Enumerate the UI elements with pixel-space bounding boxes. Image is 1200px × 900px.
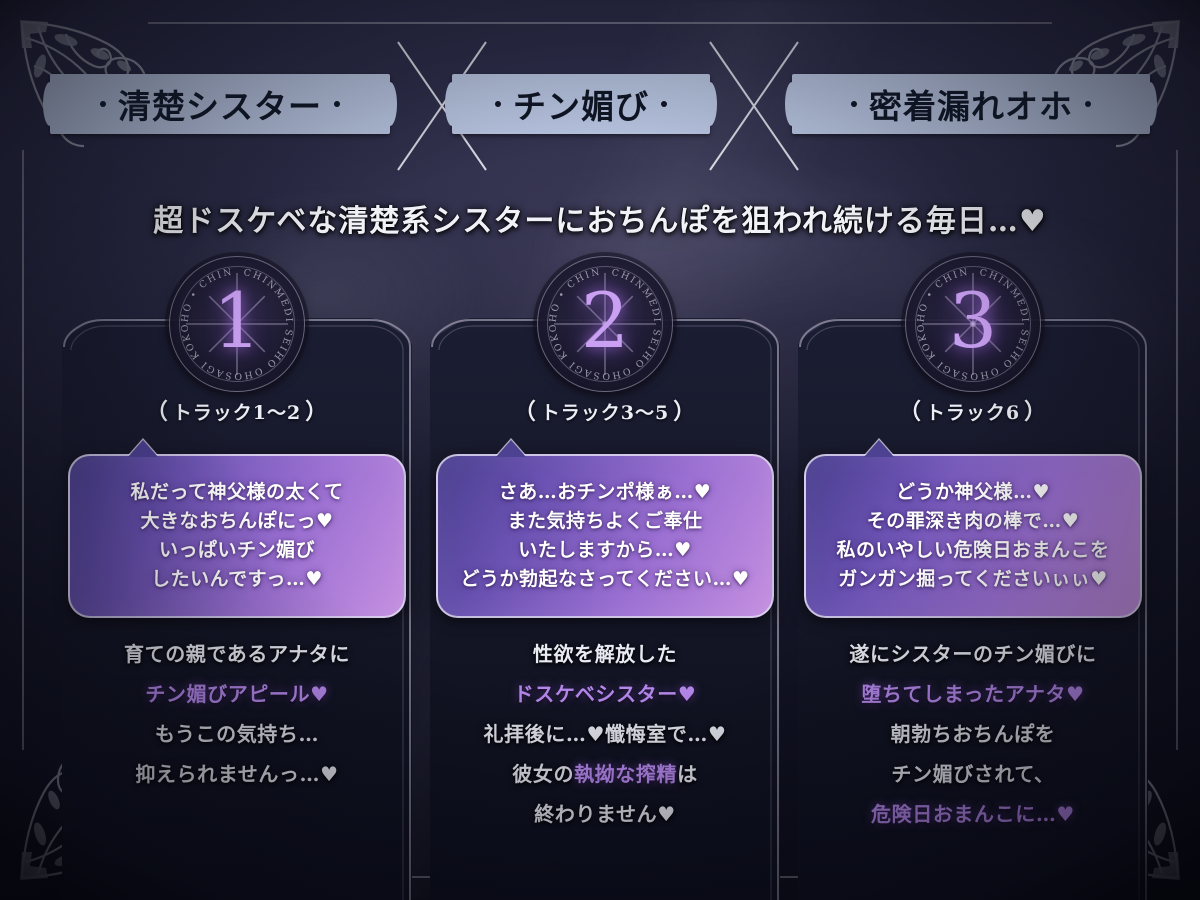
body-highlight: 執拗な搾精	[574, 762, 678, 786]
track-paren-close: ）	[305, 399, 329, 425]
track-label: （トラック1〜2）	[62, 394, 412, 426]
track-paren-close: ）	[673, 399, 697, 425]
header-tag-label: 清楚シスター	[118, 87, 322, 126]
speech-bubble-line: ガンガン掘ってくださいぃぃ♥	[838, 567, 1108, 590]
body-line: ドスケベシスター♥	[430, 674, 780, 714]
body-highlight: 堕ちてしまったアナタ♥	[861, 682, 1085, 706]
speech-bubble: さあ…おチンポ様ぁ…♥ また気持ちよくご奉仕いたしますから…♥ どうか勃起なさってく…	[436, 440, 774, 618]
column-body-text: 育ての親であるアナタにチン媚びアピール♥ もうこの気持ち… 抑えられませんっ…♥	[62, 634, 412, 794]
speech-bubble-line: どうか神父様…♥	[895, 481, 1051, 503]
tag-dot-icon	[661, 101, 667, 107]
body-line: 終わりません♥	[430, 794, 780, 834]
track-label-text: トラック3〜5	[540, 402, 670, 424]
track-label-text: トラック1〜2	[172, 402, 302, 424]
speech-bubble-tail	[496, 440, 526, 457]
tag-dot-icon	[334, 101, 340, 107]
badge-number: 3	[948, 276, 998, 365]
header-tag-label: 密着漏れオホ	[869, 87, 1073, 126]
body-line: チン媚びされて、	[798, 754, 1148, 794]
speech-bubble-tail	[128, 440, 158, 457]
badge-number: 2	[580, 276, 630, 365]
speech-bubble-tail	[864, 440, 894, 457]
track-paren-open: （	[513, 399, 537, 425]
body-text: 抑えられませんっ…♥	[135, 762, 339, 786]
speech-bubble-line: 大きなおちんぽにっ♥	[140, 509, 334, 532]
body-text: 彼女の	[512, 762, 575, 786]
speech-bubble-line: いっぱいチン媚び	[158, 538, 315, 561]
speech-bubble-line: さあ…おチンポ様ぁ…♥	[498, 481, 712, 503]
body-line: 礼拝後に…♥懺悔室で…♥	[430, 714, 780, 754]
body-text: 終わりません♥	[534, 802, 676, 826]
body-text: 朝勃ちおちんぽを	[890, 722, 1056, 746]
body-text: チン媚びされて、	[891, 762, 1055, 786]
body-highlight: チン媚びアピール♥	[145, 682, 329, 706]
column-group: CHINMEDI SEIHO OHOSAGI KOKOHO • CHINMEDI…	[0, 249, 1200, 900]
track-label: （トラック3〜5）	[430, 394, 780, 426]
speech-bubble-line: したいんですっ…♥	[151, 567, 323, 590]
body-text: 礼拝後に…♥懺悔室で…♥	[483, 722, 727, 746]
body-line: 彼女の執拗な搾精は	[430, 754, 780, 794]
body-text: 性欲を解放した	[532, 642, 678, 666]
body-line: 育ての親であるアナタに	[62, 634, 412, 674]
speech-bubble-line: 私だって神父様の太くて	[130, 481, 344, 503]
subtitle: 超ドスケベな清楚系シスターにおちんぽを狙われ続ける毎日…♥	[153, 204, 1047, 239]
column-body-text: 性欲を解放したドスケベシスター♥礼拝後に…♥懺悔室で…♥彼女の執拗な搾精は終わり…	[430, 634, 780, 834]
track-paren-close: ）	[1024, 399, 1048, 425]
body-line: もうこの気持ち…	[62, 714, 412, 754]
tag-dot-icon	[100, 101, 106, 107]
header-tag-label: チン媚び	[513, 87, 649, 126]
step-badge: CHINMEDI SEIHO OHOSAGI KOKOHO • CHINMEDI…	[532, 249, 673, 392]
column-1: CHINMEDI SEIHO OHOSAGI KOKOHO • CHINMEDI…	[430, 249, 780, 900]
frame-rule-top	[148, 22, 1052, 24]
badge-number: 1	[212, 276, 262, 365]
body-text: 遂にシスターのチン媚びに	[849, 642, 1097, 666]
speech-bubble-line: いたしますから…♥	[518, 538, 692, 561]
header-tag-2: 密着漏れオホ	[785, 74, 1157, 134]
body-text: 育ての親であるアナタに	[124, 642, 350, 666]
body-line: 遂にシスターのチン媚びに	[798, 634, 1148, 674]
speech-bubble-line: その罪深き肉の棒で…♥	[866, 509, 1080, 532]
track-label-text: トラック6	[925, 402, 1021, 424]
speech-bubble-line: どうか勃起なさってください…♥	[460, 567, 750, 590]
speech-bubble-line: 私のいやしい危険日おまんこを	[836, 538, 1110, 561]
body-line: 朝勃ちおちんぽを	[798, 714, 1148, 754]
tag-dot-icon	[1085, 101, 1091, 107]
speech-bubble: どうか神父様…♥ その罪深き肉の棒で…♥ 私のいやしい危険日おまんこをガンガン掘って…	[804, 440, 1142, 618]
speech-bubble-line: また気持ちよくご奉仕	[507, 509, 703, 532]
speech-bubble: 私だって神父様の太くて大きなおちんぽにっ♥ いっぱいチン媚びしたいんですっ…♥	[68, 440, 406, 618]
track-label: （トラック6）	[798, 394, 1148, 426]
body-line: チン媚びアピール♥	[62, 674, 412, 714]
column-body-text: 遂にシスターのチン媚びに堕ちてしまったアナタ♥ 朝勃ちおちんぽをチン媚びされて、危…	[798, 634, 1148, 834]
body-highlight: 危険日おまんこに…♥	[871, 802, 1075, 826]
header-tag-0: 清楚シスター	[43, 74, 397, 134]
header-tag-1: チン媚び	[445, 74, 717, 134]
track-paren-open: （	[145, 399, 169, 425]
body-line: 危険日おまんこに…♥	[798, 794, 1148, 834]
header-tag-row: 清楚シスター チン媚び 密着漏れオホ	[0, 41, 1200, 171]
body-line: 性欲を解放した	[430, 634, 780, 674]
body-line: 抑えられませんっ…♥	[62, 754, 412, 794]
body-line: 堕ちてしまったアナタ♥	[798, 674, 1148, 714]
track-paren-open: （	[898, 399, 922, 425]
step-badge: CHINMEDI SEIHO OHOSAGI KOKOHO • CHINMEDI…	[164, 249, 305, 392]
tag-dot-icon	[495, 101, 501, 107]
body-highlight: ドスケベシスター♥	[513, 682, 697, 706]
column-2: CHINMEDI SEIHO OHOSAGI KOKOHO • CHINMEDI…	[798, 249, 1148, 900]
body-text: は	[677, 762, 698, 786]
body-text: もうこの気持ち…	[154, 722, 320, 746]
step-badge: CHINMEDI SEIHO OHOSAGI KOKOHO • CHINMEDI…	[900, 249, 1041, 392]
tag-dot-icon	[851, 101, 857, 107]
column-0: CHINMEDI SEIHO OHOSAGI KOKOHO • CHINMEDI…	[62, 249, 412, 900]
